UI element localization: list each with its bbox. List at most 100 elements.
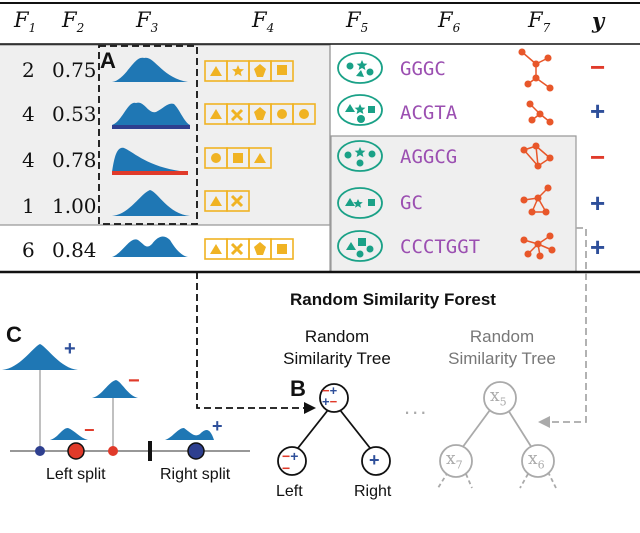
ghost-left-node xyxy=(439,444,473,478)
header-y: y xyxy=(592,8,605,33)
label-minus: − xyxy=(590,142,606,172)
selection-arrowhead xyxy=(304,402,316,414)
split-sign-minus: − xyxy=(84,420,95,440)
cell-f2: 0.53 xyxy=(52,102,97,126)
ghost-right-label: x6 xyxy=(528,449,545,472)
panel-label-a: A xyxy=(100,48,116,73)
density-row-3 xyxy=(112,147,188,172)
density-row-1 xyxy=(112,57,188,82)
root-node-labels: −+ +− xyxy=(322,383,338,409)
graph-row-3 xyxy=(520,142,554,170)
ghost-edge-right xyxy=(507,409,533,449)
point-red-large xyxy=(67,442,85,460)
cell-f1: 2 xyxy=(22,58,35,82)
label-plus: + xyxy=(590,96,606,126)
ghost-leaf-edge xyxy=(465,473,473,489)
graph-row-4 xyxy=(520,184,552,216)
split-density-4 xyxy=(165,428,214,440)
cell-f1: 4 xyxy=(22,148,35,172)
header-f1: F1 xyxy=(14,8,37,36)
split-sign-minus: − xyxy=(128,370,140,392)
ghost-root-node xyxy=(483,381,517,415)
ghost-arrow xyxy=(548,227,587,423)
tree-left-node xyxy=(277,446,307,476)
ghost-left-label: x7 xyxy=(446,449,463,472)
f3-densities xyxy=(112,57,190,257)
split-density-3 xyxy=(50,428,88,440)
graph-row-1 xyxy=(518,48,554,92)
graph-row-2 xyxy=(526,100,554,126)
left-node-labels: −+ − xyxy=(282,448,299,476)
panel-label-c: C xyxy=(6,322,22,347)
f5-glyphs xyxy=(344,60,376,258)
forest-title: Random Similarity Forest xyxy=(290,290,496,309)
left-split-label: Left split xyxy=(46,466,106,483)
header-f3: F3 xyxy=(136,8,159,36)
split-diagram xyxy=(2,344,250,461)
cell-f1: 4 xyxy=(22,102,35,126)
cell-f6: AGGCG xyxy=(400,146,458,168)
split-density-2 xyxy=(92,380,138,398)
tree-title-right: Random Similarity Tree xyxy=(448,327,556,368)
density-row-5 xyxy=(112,236,188,257)
f7-graphs xyxy=(518,48,556,260)
split-sign-plus: + xyxy=(212,416,223,436)
ghost-leaf-edge xyxy=(519,473,529,489)
ghost-leaf-edge xyxy=(547,471,557,489)
selection-arrow xyxy=(196,272,308,409)
split-sign-plus: + xyxy=(64,338,76,360)
density-row-4 xyxy=(112,190,190,216)
cell-f2: 1.00 xyxy=(52,194,97,218)
f4-box xyxy=(248,147,272,169)
f4-box xyxy=(270,238,294,260)
right-node-label: + xyxy=(369,450,380,470)
tree-right-label: Right xyxy=(354,483,392,500)
tree-edge-left xyxy=(297,409,329,449)
ghost-arrowhead xyxy=(538,416,550,428)
header-f4: F4 xyxy=(252,8,275,36)
label-plus: + xyxy=(590,232,606,262)
f5-sets xyxy=(337,52,383,262)
ghost-root-label: x5 xyxy=(490,386,507,409)
cell-f2: 0.78 xyxy=(52,148,97,172)
panel-label-b: B xyxy=(290,376,306,401)
ghost-tree xyxy=(437,381,557,489)
split-density-1 xyxy=(2,344,78,370)
density-row-2 xyxy=(112,102,190,125)
cell-f2: 0.75 xyxy=(52,58,97,82)
header-f2: F2 xyxy=(62,8,85,36)
cell-f6: ACGTA xyxy=(400,102,458,124)
similarity-tree xyxy=(277,383,391,476)
point-navy-large xyxy=(187,442,205,460)
tree-right-node xyxy=(361,446,391,476)
cell-f2: 0.84 xyxy=(52,238,97,262)
right-split-label: Right split xyxy=(160,466,231,483)
tree-root-node xyxy=(319,383,349,413)
tree-left-label: Left xyxy=(276,483,303,500)
ghost-right-node xyxy=(521,444,555,478)
point-red-small xyxy=(108,446,118,456)
cell-f1: 6 xyxy=(22,238,35,262)
tree-edge-right xyxy=(339,409,371,449)
f4-sequences xyxy=(204,60,316,260)
ghost-edge-left xyxy=(461,409,491,449)
cell-f6: GGGC xyxy=(400,58,446,80)
cell-f6: CCCTGGT xyxy=(400,236,481,258)
tree-title-left: Random Similarity Tree xyxy=(283,327,391,368)
header-f6: F6 xyxy=(438,8,461,36)
feature-selection-box xyxy=(98,45,198,225)
label-plus: + xyxy=(590,188,606,218)
forest-ellipsis: ... xyxy=(404,394,429,419)
header-f5: F5 xyxy=(346,8,369,36)
point-small-navy xyxy=(35,446,45,456)
f4-box xyxy=(292,103,316,125)
label-minus: − xyxy=(590,52,606,82)
header-f7: F7 xyxy=(528,8,551,36)
graph-row-5 xyxy=(520,232,556,260)
f4-box xyxy=(270,60,294,82)
cell-f1: 1 xyxy=(22,194,35,218)
cell-f6: GC xyxy=(400,192,423,214)
f4-box xyxy=(226,190,250,212)
f4-glyphs xyxy=(210,64,309,256)
